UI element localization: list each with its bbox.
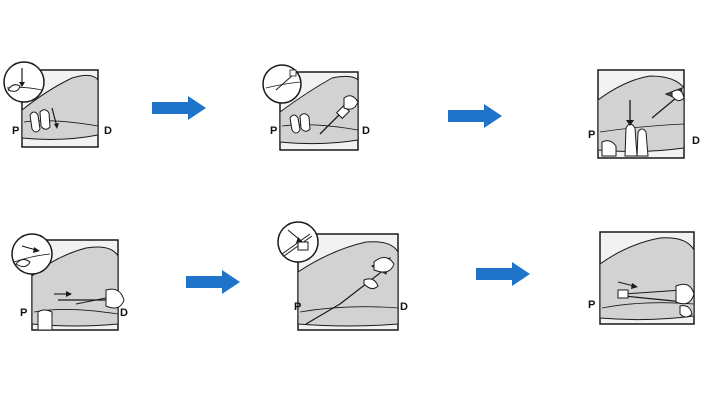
step-3-illustration (597, 69, 685, 159)
flow-arrow-3 (186, 270, 240, 294)
blue-right-arrow-icon (448, 104, 502, 128)
step-5-illustration (277, 221, 399, 331)
proximal-label: P (294, 301, 302, 313)
flow-arrow-4 (476, 262, 530, 286)
proximal-label: P (270, 125, 278, 137)
magnifier-inset-icon (11, 233, 53, 275)
step-4-illustration (11, 233, 125, 331)
distal-label: D (692, 135, 700, 147)
step-3-panel: P D (588, 68, 700, 162)
flow-arrow-2 (448, 104, 502, 128)
step-2-illustration (262, 64, 359, 151)
step-6-panel: P (588, 228, 700, 328)
blue-right-arrow-icon (186, 270, 240, 294)
distal-label: D (120, 307, 128, 319)
distal-label: D (104, 125, 112, 137)
step-1-panel: P D (2, 60, 112, 150)
distal-label: D (362, 125, 370, 137)
proximal-label: P (20, 307, 28, 319)
step-2-panel: P D (262, 62, 370, 152)
flow-arrow-1 (152, 96, 206, 120)
step-5-panel: P D (276, 220, 410, 332)
blue-right-arrow-icon (476, 262, 530, 286)
step-1-illustration (3, 61, 99, 148)
proximal-label: P (588, 299, 596, 311)
blue-right-arrow-icon (152, 96, 206, 120)
proximal-label: P (588, 129, 596, 141)
step-4-panel: P D (6, 232, 130, 334)
proximal-label: P (12, 125, 20, 137)
step-6-illustration (599, 231, 695, 325)
distal-label: D (400, 301, 408, 313)
